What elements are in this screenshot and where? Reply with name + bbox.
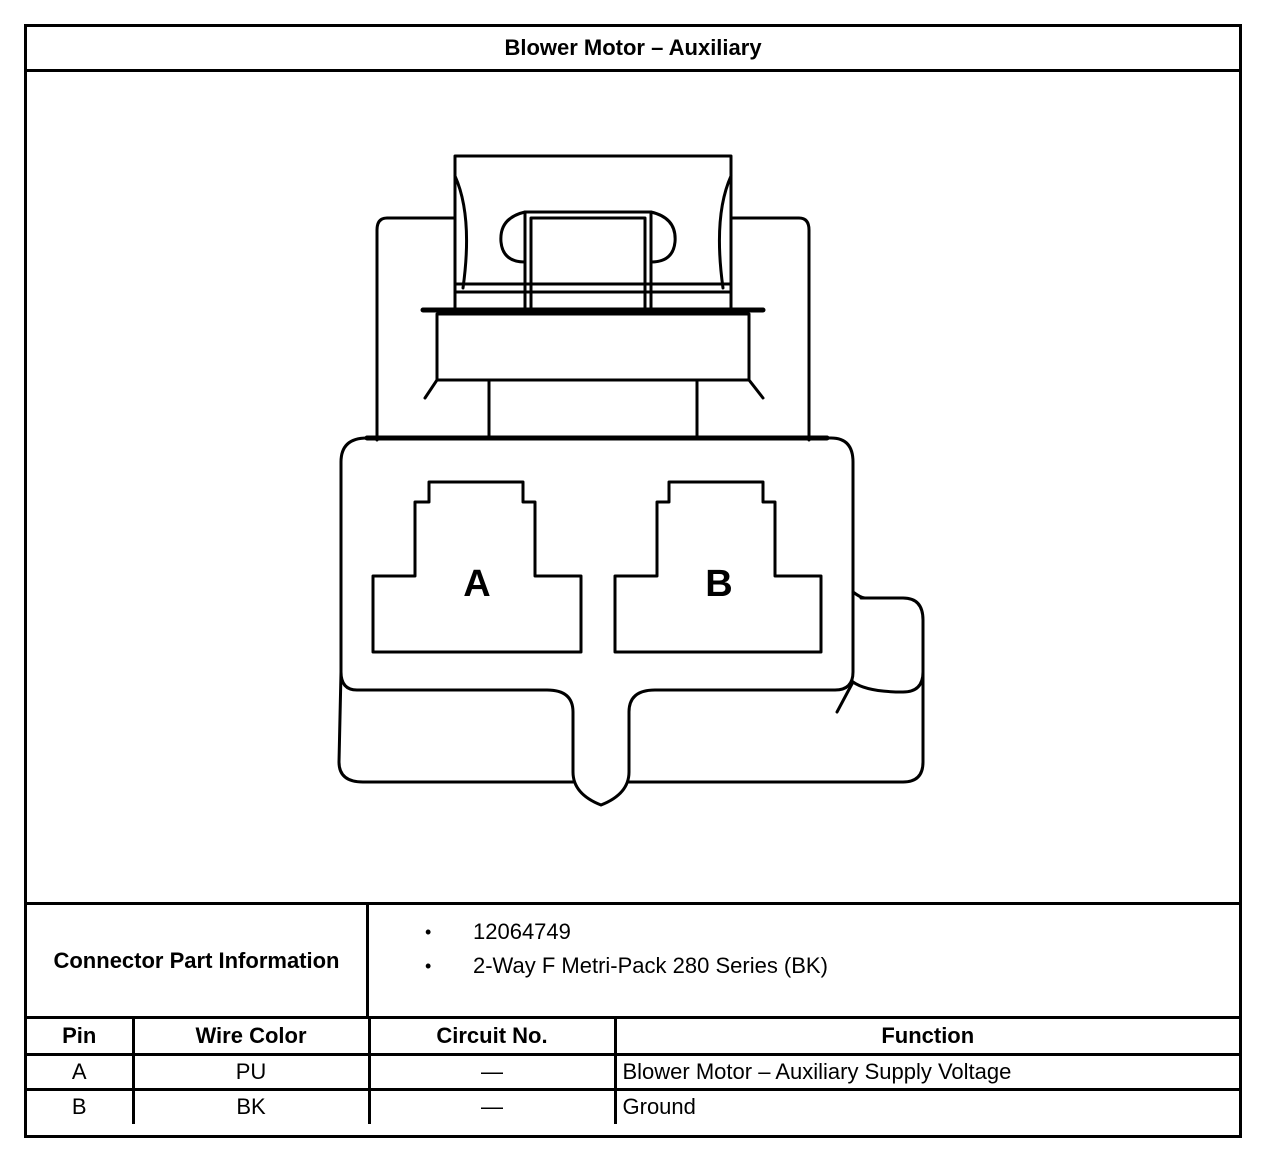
latch-tab — [523, 210, 653, 312]
bullet-icon: • — [425, 956, 432, 976]
part-number: 12064749 — [473, 919, 571, 944]
pin-cavity-a — [371, 480, 583, 654]
header-circuit: Circuit No. — [367, 1019, 617, 1056]
page-title: Blower Motor – Auxiliary — [27, 27, 1239, 72]
connector-part-info: Connector Part Information • 12064749 • … — [27, 902, 1239, 1019]
connector-sheet: Blower Motor – Auxiliary — [24, 24, 1242, 1138]
table-header-row: Pin Wire Color Circuit No. Function — [27, 1019, 1239, 1056]
cell-function: Ground — [613, 1087, 1239, 1124]
header-wire-color: Wire Color — [131, 1019, 371, 1056]
connector-diagram: A B — [27, 72, 1239, 902]
pinout-table: Pin Wire Color Circuit No. Function A PU… — [27, 1019, 1239, 1124]
connector-drawing: A B — [337, 154, 925, 807]
pin-label-b: B — [705, 563, 732, 605]
pin-cavity-b — [613, 480, 823, 654]
cell-pin: B — [27, 1087, 135, 1124]
cell-circuit: — — [367, 1087, 617, 1124]
info-label: Connector Part Information — [27, 905, 369, 1016]
list-item: • 12064749 — [369, 915, 1239, 949]
list-item: • 2-Way F Metri-Pack 280 Series (BK) — [369, 949, 1239, 983]
connector-face — [339, 436, 855, 807]
cell-wire-color: BK — [131, 1087, 371, 1124]
connector-description: 2-Way F Metri-Pack 280 Series (BK) — [473, 953, 828, 978]
info-list: • 12064749 • 2-Way F Metri-Pack 280 Seri… — [369, 915, 1239, 983]
cell-wire-color: PU — [131, 1052, 371, 1091]
side-lock — [627, 596, 925, 784]
latch-housing — [453, 154, 733, 312]
bullet-icon: • — [425, 922, 432, 942]
cell-function: Blower Motor – Auxiliary Supply Voltage — [613, 1052, 1239, 1091]
cell-circuit: — — [367, 1052, 617, 1091]
header-pin: Pin — [27, 1019, 135, 1056]
latch-right-curve — [717, 174, 733, 290]
shoulder-right — [729, 216, 811, 442]
cell-pin: A — [27, 1052, 135, 1091]
shoulder-left — [375, 216, 457, 442]
collar — [435, 312, 751, 382]
table-row: B BK — Ground — [27, 1087, 1239, 1124]
latch-left-curve — [453, 174, 469, 290]
pin-label-a: A — [463, 563, 490, 605]
header-function: Function — [613, 1019, 1239, 1056]
table-row: A PU — Blower Motor – Auxiliary Supply V… — [27, 1052, 1239, 1091]
